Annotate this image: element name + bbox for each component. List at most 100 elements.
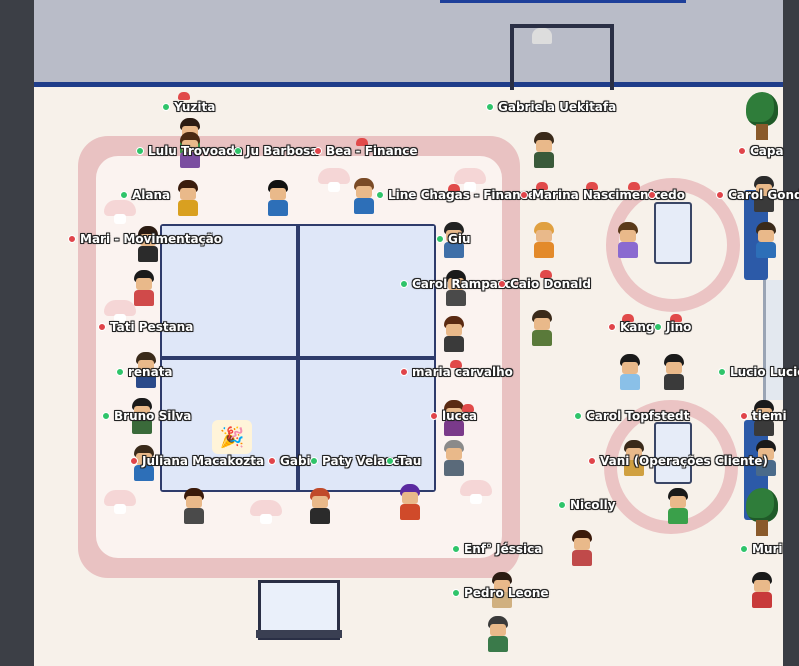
door-frame[interactable] (510, 24, 614, 90)
player-name-label[interactable]: Juliana Macakozta (130, 454, 264, 468)
mushroom-decor (318, 168, 350, 194)
player-avatar[interactable] (664, 488, 692, 526)
player-avatar[interactable] (568, 530, 596, 568)
player-avatar[interactable] (176, 132, 204, 170)
player-name: Lulu Trovoada (148, 144, 243, 158)
player-name-label[interactable]: Lulu Trovoada (136, 144, 243, 158)
meeting-table[interactable] (160, 224, 436, 492)
player-avatar[interactable] (134, 226, 162, 264)
player-name: Tau (398, 454, 422, 468)
player-name-label[interactable]: Gabi (268, 454, 311, 468)
online-status-icon (376, 191, 384, 199)
busy-status-icon (608, 323, 616, 331)
player-name-label[interactable]: tiemi (740, 409, 787, 423)
player-avatar[interactable] (264, 180, 292, 218)
player-name-label[interactable]: Enf° Jéssica (452, 542, 542, 556)
player-name: Line Chagas - Finance (388, 188, 536, 202)
busy-status-icon (400, 368, 408, 376)
busy-status-icon (98, 323, 106, 331)
player-name: Mari - Movimentação (80, 232, 223, 246)
table-section (162, 226, 296, 356)
player-name-label[interactable]: Pedro Leone (452, 586, 549, 600)
player-avatar[interactable] (750, 176, 778, 214)
player-name: Capa (750, 144, 784, 158)
player-name-label[interactable]: Line Chagas - Finance (376, 188, 536, 202)
player-name: Jino (666, 320, 692, 334)
player-avatar[interactable] (752, 440, 780, 478)
potted-plant-icon (744, 92, 780, 142)
player-name-label[interactable]: Capa (738, 144, 784, 158)
online-status-icon (116, 368, 124, 376)
mushroom-decor (250, 500, 282, 526)
player-name-label[interactable]: Marina Nascimento (520, 188, 663, 202)
heart-icon (586, 182, 598, 190)
player-name-label[interactable]: Caio Donald (498, 277, 591, 291)
player-avatar[interactable] (396, 484, 424, 522)
player-avatar[interactable] (180, 488, 208, 526)
player-avatar[interactable] (130, 270, 158, 308)
player-name-label[interactable]: Kang (608, 320, 655, 334)
player-avatar[interactable] (440, 316, 468, 354)
player-name-label[interactable]: Tau (386, 454, 421, 468)
online-status-icon (162, 103, 170, 111)
player-avatar[interactable] (442, 270, 470, 308)
player-avatar[interactable] (752, 222, 780, 260)
player-avatar[interactable] (440, 440, 468, 478)
player-avatar[interactable] (130, 445, 158, 483)
player-avatar[interactable] (616, 354, 644, 392)
side-table[interactable] (654, 202, 692, 264)
player-name-label[interactable]: Nicolly (558, 498, 616, 512)
player-name-label[interactable]: Gabriela Uekitafa (486, 100, 616, 114)
player-avatar[interactable] (306, 488, 334, 526)
online-status-icon (310, 457, 318, 465)
player-name-label[interactable]: Ju Barbosa (234, 144, 318, 158)
player-name-label[interactable]: Bruno Silva (102, 409, 191, 423)
player-name-label[interactable]: Jino (654, 320, 691, 334)
wall-trim (34, 82, 783, 87)
player-name-label[interactable]: Vani (Operações Cliente) (588, 454, 768, 468)
online-status-icon (740, 545, 748, 553)
player-avatar[interactable] (132, 352, 160, 390)
player-avatar[interactable] (748, 572, 776, 610)
player-avatar[interactable] (530, 222, 558, 260)
player-name-label[interactable]: Carol Gond (716, 188, 799, 202)
player-avatar[interactable] (614, 222, 642, 260)
player-name-label[interactable]: Carol Rampazo (400, 277, 513, 291)
player-name-label[interactable]: Lucio Lucio (718, 365, 799, 379)
player-avatar[interactable] (750, 400, 778, 438)
player-avatar[interactable] (440, 400, 468, 438)
player-name-label[interactable]: Tati Pestana (98, 320, 193, 334)
player-name-label[interactable]: edo (648, 188, 685, 202)
player-name-label[interactable]: Muri (740, 542, 783, 556)
online-status-icon (102, 412, 110, 420)
player-name-label[interactable]: Yuzita (162, 100, 215, 114)
player-name-label[interactable]: renata (116, 365, 173, 379)
player-name: Gabi (280, 454, 311, 468)
left-panel (0, 0, 34, 666)
player-name-label[interactable]: Carol Topfstedt (574, 409, 689, 423)
player-name-label[interactable]: Giu (436, 232, 471, 246)
player-avatar[interactable] (350, 178, 378, 216)
mushroom-decor (460, 480, 492, 506)
online-status-icon (386, 457, 394, 465)
player-avatar[interactable] (128, 398, 156, 436)
player-name-label[interactable]: Mari - Movimentação (68, 232, 222, 246)
player-avatar[interactable] (488, 572, 516, 610)
player-name: Alana (132, 188, 171, 202)
player-avatar[interactable] (440, 222, 468, 260)
side-table[interactable] (654, 422, 692, 484)
player-name-label[interactable]: maria carvalho (400, 365, 513, 379)
table-section (300, 226, 434, 356)
player-avatar[interactable] (530, 132, 558, 170)
player-avatar[interactable] (174, 180, 202, 218)
player-avatar[interactable] (660, 354, 688, 392)
online-status-icon (452, 545, 460, 553)
player-avatar[interactable] (528, 310, 556, 348)
busy-status-icon (68, 235, 76, 243)
player-name-label[interactable]: Alana (120, 188, 170, 202)
player-avatar[interactable] (484, 616, 512, 654)
player-name-label[interactable]: lucca (430, 409, 477, 423)
player-name-label[interactable]: Bea - Finance (314, 144, 417, 158)
player-avatar[interactable] (620, 440, 648, 478)
